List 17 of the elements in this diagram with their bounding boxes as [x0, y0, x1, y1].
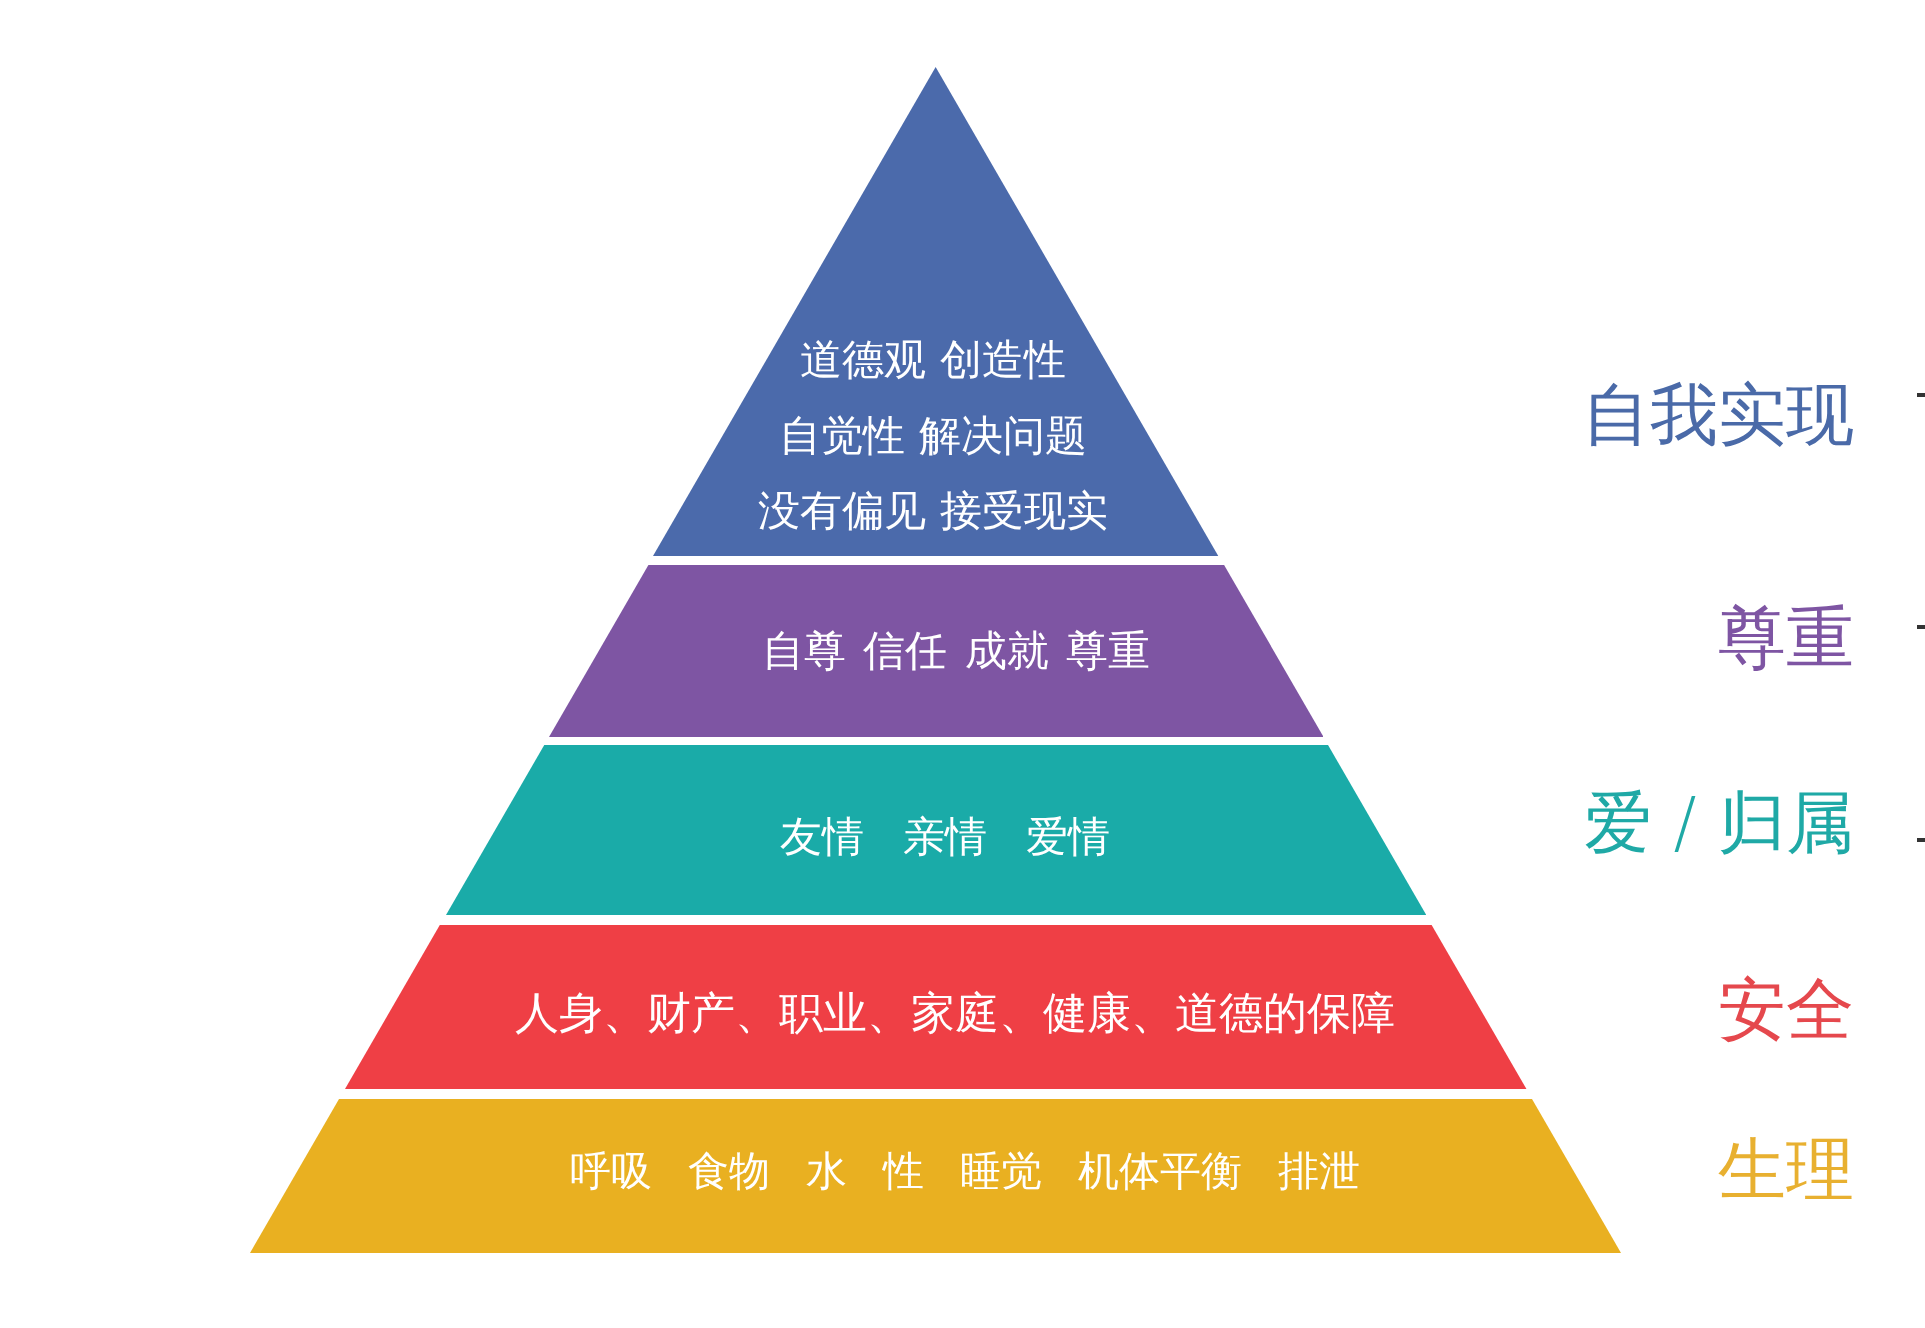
layer-text: 友情 亲情 爱情: [779, 813, 1111, 861]
layer-text: 自尊 信任 成就 尊重: [761, 627, 1150, 675]
layer-text: 呼吸 食物 水 性 睡觉 机体平衡 排泄: [569, 1149, 1361, 1195]
layer-text: 人身、财产、职业、家庭、健康、道德的保障: [515, 990, 1395, 1038]
pyramid-layer: [548, 565, 1324, 737]
pyramid-layer: [250, 1099, 1622, 1253]
level-label: 尊重: [1718, 600, 1854, 676]
level-label: 自我实现: [1582, 377, 1854, 453]
pyramid-top: [653, 67, 1219, 556]
layer-text: 道德观 创造性: [800, 336, 1066, 384]
layer-text: 自觉性 解决问题: [779, 412, 1087, 460]
layer-text: 没有偏见 接受现实: [758, 487, 1108, 535]
level-label: 生理: [1718, 1132, 1854, 1208]
level-label: 安全: [1718, 972, 1854, 1048]
pyramid-layer: [445, 745, 1427, 915]
pyramid-layer: [345, 925, 1527, 1089]
level-label: 爱 / 归属: [1583, 785, 1854, 861]
